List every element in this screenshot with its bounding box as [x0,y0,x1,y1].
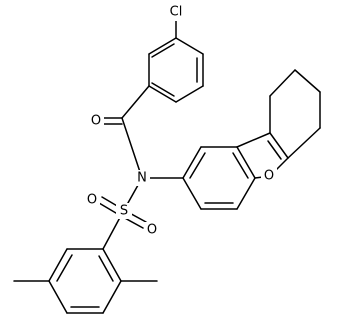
bond-ring4-f [182,177,202,210]
bond-ring1-c-inner [151,82,175,97]
bond-ring1-c [148,85,177,103]
carbonyl-oxygen-atom-label: O [91,114,101,129]
sulfonyl-oxygen-left-atom-label: O [87,193,97,208]
bond-carbonyl-n [121,117,143,179]
bond-furan-a [236,132,271,148]
bond-ring6-e [287,127,321,159]
bond-ring4-a-inner [189,152,206,179]
bond-ring1-d [175,85,204,103]
bond-ring1-f [175,37,204,55]
bond-ring6-b [269,69,296,97]
bond-ring3-f [102,248,122,282]
bond-ring1-a-inner [151,43,175,58]
bond-furan-b [269,132,289,159]
bond-ring3-b-inner [56,254,73,282]
bond-ring1-a [148,37,177,55]
bond-ring1-carbonyl [121,85,150,119]
chlorine-atom-label: Cl [170,5,183,20]
bond-ring6-c [294,69,321,93]
bond-ring3-c [48,280,68,314]
bond-ring3-f-inner [98,255,114,282]
bond-furan-b-inner [267,140,282,160]
furan-oxygen-atom-label: O [264,169,274,184]
bond-ring4-c-inner [232,152,249,179]
bond-ring4-d [236,177,256,210]
bonds [13,17,321,314]
sulfur-atom-label: S [120,204,128,219]
bond-ring3-b [48,248,68,282]
bond-ring4-c [236,146,256,179]
sulfonyl-oxygen-right-atom-label: O [147,223,157,238]
nitrogen-atom-label: N [137,171,147,186]
atom-labels: Cl O N S O O O [84,5,277,238]
bond-ring3-e [102,280,122,314]
bond-ring4-a [182,146,202,179]
